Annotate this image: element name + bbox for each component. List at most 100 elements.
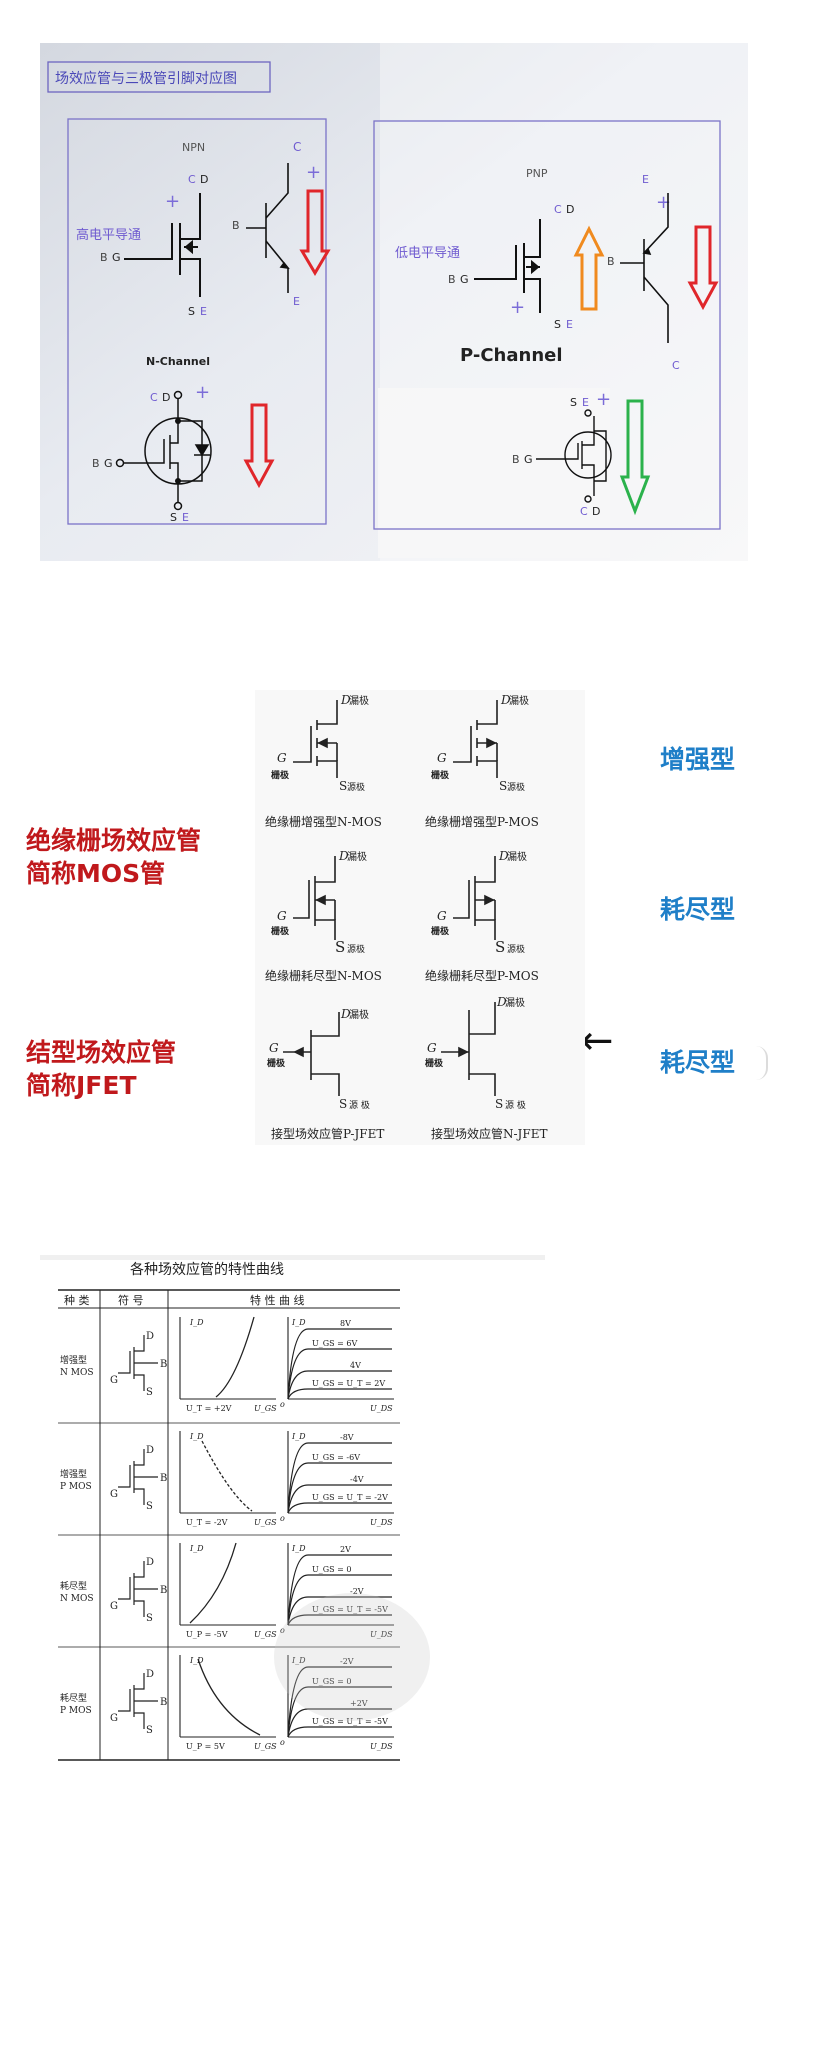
symbol-g: G xyxy=(110,1601,118,1612)
nch-pin-e: E xyxy=(182,511,189,524)
row-kind-1: 增强型 xyxy=(60,1468,87,1480)
output-curve xyxy=(287,1502,392,1514)
symbol-g: G xyxy=(110,1375,118,1386)
transfer-id-label: I_D xyxy=(189,1432,204,1441)
dep-nmos-symbol xyxy=(293,856,336,940)
n-jfet-source: 源 极 xyxy=(505,1099,526,1111)
p-channel-mosfet-symbol xyxy=(536,409,612,503)
transfer-id-label: I_D xyxy=(189,1656,204,1665)
symbol-b: B xyxy=(160,1473,167,1484)
pmos-pin-b: B xyxy=(448,273,456,286)
p-jfet-d: D xyxy=(340,1007,351,1021)
transfer-curve xyxy=(197,1658,261,1736)
transfer-ugs-label: U_GS xyxy=(254,1518,277,1527)
output-axes xyxy=(287,1317,394,1400)
pch-pin-g: G xyxy=(524,453,533,466)
enh-pmos-source: 源极 xyxy=(507,781,525,793)
output-id-label: I_D xyxy=(291,1318,306,1327)
pch-pin-d: D xyxy=(592,505,600,518)
npn-transistor-symbol xyxy=(246,163,290,293)
p-channel-label: P-Channel xyxy=(460,345,563,366)
orange-arrow-icon xyxy=(573,225,605,311)
nch-pin-g: G xyxy=(104,457,113,470)
caption-p-jfet: 接型场效应管P-JFET xyxy=(271,1126,384,1141)
pmos-pin-s: S xyxy=(554,318,561,331)
col-kind: 种 类 xyxy=(64,1293,90,1307)
output-curve xyxy=(287,1614,392,1626)
jfet-title: 结型场效应管 简称JFET xyxy=(26,1036,176,1102)
output-curve xyxy=(287,1370,392,1400)
enh-nmos-d: D xyxy=(340,693,351,707)
output-id-label: I_D xyxy=(291,1544,306,1553)
enh-nmos-source: 源极 xyxy=(347,781,365,793)
col-curve: 特 性 曲 线 xyxy=(250,1293,305,1307)
transfer-axes xyxy=(179,1317,276,1400)
enh-nmos-symbol xyxy=(293,700,338,778)
npn-plus: + xyxy=(306,162,321,183)
output-curve-label: -4V xyxy=(350,1475,364,1484)
origin-label: o xyxy=(280,1738,285,1747)
dep-pmos-d: D xyxy=(498,849,509,863)
npn-pin-b: B xyxy=(232,219,240,232)
mos-title: 绝缘栅场效应管 简称MOS管 xyxy=(26,824,201,890)
symbol-d: D xyxy=(146,1669,154,1680)
nmos-pin-d: D xyxy=(200,173,208,186)
output-curve xyxy=(287,1574,392,1626)
output-curve-label: U_GS = U_T = -2V xyxy=(312,1493,388,1502)
symbol-b: B xyxy=(160,1697,167,1708)
output-curve xyxy=(287,1348,392,1400)
depletion-label-1: 耗尽型 xyxy=(660,895,736,924)
enh-pmos-s: S xyxy=(499,779,507,793)
low-level-label: 低电平导通 xyxy=(395,246,460,261)
nmos-symbol xyxy=(124,193,201,297)
fet-types-background xyxy=(255,690,585,1145)
npn-panel xyxy=(67,118,327,525)
nmos-pin-s: S xyxy=(188,305,195,318)
dep-pmos-drain: 漏极 xyxy=(507,850,527,863)
enh-nmos-g: G xyxy=(277,751,287,765)
output-curve-label: U_GS = U_T = -5V xyxy=(312,1605,388,1614)
p-jfet-drain: 漏极 xyxy=(349,1008,369,1021)
enh-pmos-g: G xyxy=(437,751,447,765)
red-arrow-icon xyxy=(687,225,719,311)
n-jfet-d: D xyxy=(496,995,507,1009)
dep-nmos-s: S xyxy=(335,938,345,956)
transfer-id-label: I_D xyxy=(189,1318,204,1327)
caption-p-enh: 绝缘栅增强型P-MOS xyxy=(425,814,539,829)
row-kind-2: N MOS xyxy=(60,1368,94,1378)
pmos-pin-g: G xyxy=(460,273,469,286)
p-jfet-g: G xyxy=(269,1041,279,1055)
output-axes xyxy=(287,1431,394,1514)
pmos-pin-d: D xyxy=(566,203,574,216)
transfer-curve xyxy=(201,1440,253,1512)
dep-pmos-gate: 栅极 xyxy=(431,925,450,937)
p-jfet-gate: 栅极 xyxy=(267,1057,286,1069)
green-arrow-icon xyxy=(619,399,651,516)
npn-pin-c: C xyxy=(293,140,301,154)
output-uds-label: U_DS xyxy=(370,1518,393,1527)
nch-plus: + xyxy=(195,382,210,403)
symbol-b: B xyxy=(160,1585,167,1596)
nch-pin-d: D xyxy=(162,391,170,404)
pmos-symbol xyxy=(474,219,541,313)
pch-pin-c: C xyxy=(580,505,588,518)
output-id-label: I_D xyxy=(291,1432,306,1441)
dep-nmos-source: 源极 xyxy=(347,943,365,955)
n-jfet-s: S xyxy=(495,1097,503,1111)
pnp-label: PNP xyxy=(526,167,548,180)
pmos-pin-c: C xyxy=(554,203,562,216)
p-jfet-symbol xyxy=(283,1012,340,1096)
output-curve-label: U_GS = 0 xyxy=(312,1565,352,1574)
pch-pin-e: E xyxy=(582,396,589,409)
pmos-plus: + xyxy=(510,297,525,318)
fet-types-svg: D 漏极 G 栅极 S 源极 绝缘栅增强型N-MOS D 漏极 G 栅极 S 源… xyxy=(255,690,585,1145)
dep-nmos-gate: 栅极 xyxy=(271,925,290,937)
n-jfet-gate: 栅极 xyxy=(425,1057,444,1069)
output-curve xyxy=(287,1708,392,1738)
caption-p-dep: 绝缘栅耗尽型P-MOS xyxy=(425,968,539,983)
